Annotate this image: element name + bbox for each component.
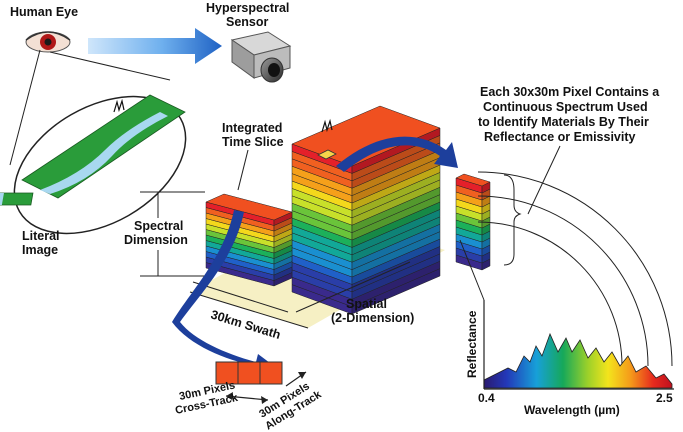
spectral-dimension-label-line2: Dimension: [124, 233, 188, 247]
camera-sensor-icon: [230, 31, 292, 83]
pixel-to-spectrum-arrow: [336, 136, 458, 172]
cross-track-arrow: [225, 392, 269, 404]
eye-view-line-left: [9, 49, 41, 166]
sensor-label-line1: Hyperspectral: [206, 1, 289, 15]
pixel-note-line1: Each 30x30m Pixel Contains a: [480, 85, 660, 99]
spectral-dimension-bracket: [140, 191, 205, 277]
ground-edge: [189, 291, 309, 329]
wavelength-axis-label: Wavelength (µm): [524, 403, 620, 417]
pixel-group-bottom: [215, 361, 283, 385]
spatial-label-line2: (2-Dimension): [331, 311, 414, 325]
river: [40, 112, 168, 194]
fan-curve-inner: [477, 221, 623, 367]
literal-image-label-line1: Literal: [22, 229, 60, 243]
integrated-slice-label-line2: Time Slice: [222, 135, 284, 149]
fan-curve-outer: [477, 171, 673, 367]
spatial-label-line1: Spatial: [346, 297, 387, 311]
x-min-tick: 0.4: [478, 391, 495, 405]
human-eye-label: Human Eye: [10, 5, 78, 19]
literal-image-label-line2: Image: [22, 243, 58, 257]
selected-pixel: [317, 149, 337, 160]
spectrum-plot: Reflectance Wavelength (µm) 0.4 2.5: [459, 171, 674, 417]
cube-top-face: [455, 173, 491, 187]
integrated-time-slice-cube: [205, 193, 293, 287]
slice-to-pixels-arrow: [172, 210, 274, 374]
spatial-dimension-line: [295, 261, 411, 313]
pixel-note-line2: Continuous Spectrum Used: [483, 100, 648, 114]
cube-top-face: [205, 193, 293, 221]
pixel-stack-brace: [503, 174, 522, 266]
spectral-dimension-label-line1: Spectral: [134, 219, 183, 233]
along-track-arrow: [285, 371, 307, 387]
integrated-slice-pointer: [237, 149, 249, 191]
trees: [113, 98, 125, 113]
pixel-note-line3: to Identify Materials By Their: [478, 115, 649, 129]
pixel-note-line4: Reflectance or Emissivity: [484, 130, 636, 144]
hyperspectral-cube-main: [291, 105, 441, 315]
cube-top-trees: [321, 118, 333, 133]
eye-to-sensor-arrow: [88, 28, 222, 64]
swath-dimension-line: [192, 281, 289, 313]
x-max-tick: 2.5: [656, 391, 673, 405]
spectrum-curve: [483, 332, 673, 389]
literal-image-lens: [0, 94, 187, 235]
fan-curve-mid: [477, 195, 649, 367]
fan-line-left: [459, 239, 485, 301]
pixel-note-pointer: [527, 145, 561, 215]
reflectance-axis-label: Reflectance: [465, 310, 479, 378]
eye-view-line-right: [49, 51, 171, 81]
sensor-label-line2: Sensor: [226, 15, 269, 29]
literal-image-strip: [0, 192, 34, 206]
integrated-slice-label-line1: Integrated: [222, 121, 282, 135]
human-eye-icon: [25, 31, 71, 53]
